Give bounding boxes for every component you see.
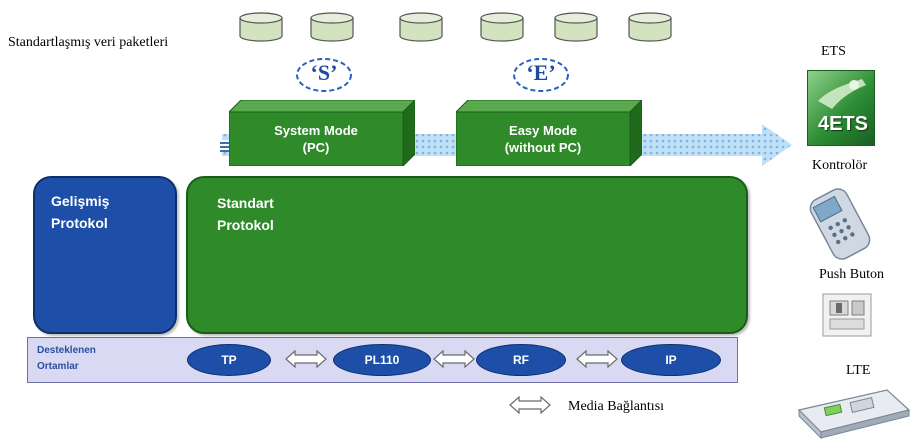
legend-double-arrow-icon [509, 396, 551, 414]
double-arrow-icon [576, 350, 618, 368]
supported-media-line2: Ortamlar [37, 361, 79, 372]
advanced-protocol-panel [33, 176, 177, 334]
packets-label: Standartlaşmış veri paketleri [8, 35, 169, 50]
s-badge-shape [296, 58, 352, 92]
standard-protocol-panel [186, 176, 748, 334]
double-arrow-icon [433, 350, 475, 368]
double-arrow-icon [285, 350, 327, 368]
easy-mode-title: Easy Mode [509, 123, 577, 138]
advanced-protocol-line1: Gelişmiş [51, 193, 110, 209]
push-button-label: Push Buton [819, 267, 884, 282]
lte-device-icon [797, 389, 911, 440]
e-badge: ‘E’ [526, 60, 556, 85]
packet-icon [628, 12, 672, 42]
controller-device-icon [809, 188, 871, 260]
connector-mark [220, 140, 230, 152]
lte-label: LTE [846, 363, 871, 378]
packet-icon [239, 12, 283, 42]
supported-media-label: Desteklenen Ortamlar [37, 343, 96, 375]
easy-mode-label: Easy Mode (without PC) [456, 122, 630, 156]
media-tp: TP [187, 344, 271, 376]
s-badge: ‘S’ [310, 60, 338, 85]
e-badge-shape [513, 58, 569, 92]
system-mode-box [229, 100, 415, 166]
advanced-protocol-line2: Protokol [51, 215, 108, 231]
standard-protocol-line2: Protokol [217, 217, 274, 233]
advanced-protocol-label: Gelişmiş Protokol [51, 190, 109, 234]
standard-protocol-line1: Standart [217, 195, 274, 211]
media-rf: RF [476, 344, 566, 376]
legend-label: Media Bağlantısı [568, 399, 665, 414]
supported-media-line1: Desteklenen [37, 345, 96, 356]
easy-mode-box [456, 100, 642, 166]
media-pl110: PL110 [333, 344, 431, 376]
ets-figure-icon [818, 79, 866, 109]
push-button-device-icon [822, 293, 872, 337]
system-mode-title: System Mode [274, 123, 358, 138]
ets-label: ETS [821, 44, 846, 59]
media-ip: IP [621, 344, 721, 376]
system-mode-subtitle: (PC) [302, 140, 330, 155]
ets-logo: 4ETS [807, 70, 875, 146]
controller-label: Kontrolör [812, 158, 868, 173]
packet-icon [554, 12, 598, 42]
packet-icon [480, 12, 524, 42]
system-mode-label: System Mode (PC) [229, 122, 403, 156]
packet-icon [310, 12, 354, 42]
packet-icon [399, 12, 443, 42]
standard-protocol-label: Standart Protokol [217, 192, 274, 236]
ets-logo-text: 4ETS [818, 113, 869, 135]
easy-mode-subtitle: (without PC) [504, 140, 582, 155]
